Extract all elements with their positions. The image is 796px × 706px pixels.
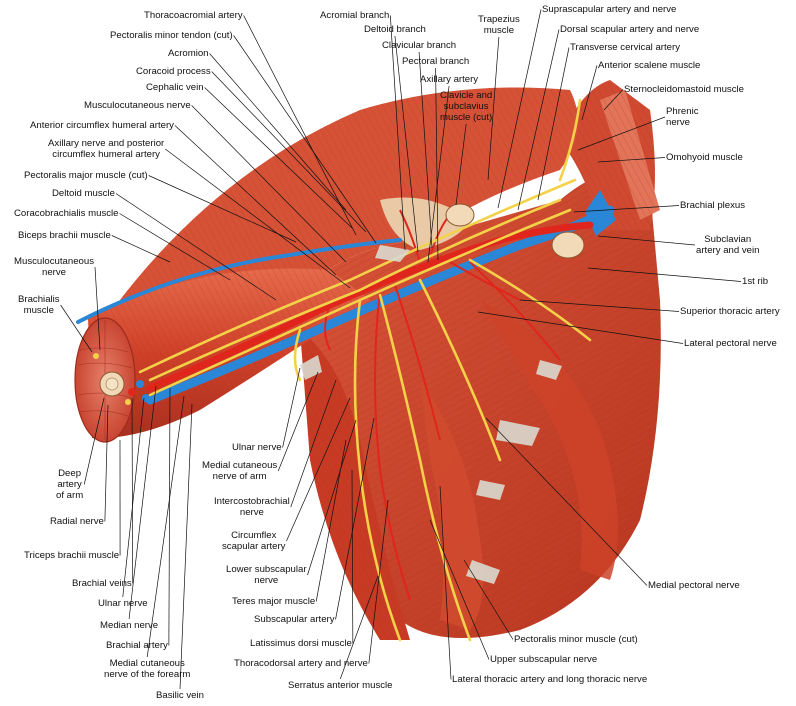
leader-brachial-veins [131,397,134,584]
leader-axillary-nerve-posterior-circumflex [165,148,351,289]
leader-biceps-brachii-muscle [111,235,171,263]
leader-suprascapular-artery-nerve [497,9,542,209]
leader-acromion [209,53,347,211]
leader-medial-cutaneous-nerve-forearm [146,395,185,658]
cephalic-vein-vessel [76,238,402,324]
leader-deep-artery-of-arm [83,397,105,485]
leader-lateral-pectoral-nerve [477,311,684,344]
leader-brachial-plexus [573,205,680,213]
leader-lateral-thoracic-long-thoracic [439,485,452,680]
neck-muscles [560,80,660,230]
leader-axillary-artery [427,85,450,263]
leader-thoracoacromial-artery [243,15,357,236]
axillary-artery-vessel [146,221,594,392]
leader-pectoralis-major-muscle-cut [148,175,297,243]
leader-superior-thoracic-artery [519,299,680,312]
leader-subscapular-artery [335,417,375,620]
leader-anterior-scalene-muscle [581,65,598,121]
leader-thoracodorsal-artery-nerve [368,499,389,664]
leader-musculocutaneous-nerve-left [94,266,101,351]
artery-branches [324,204,561,601]
leader-trapezius-muscle [487,36,500,181]
leader-clavicular-branch [418,51,433,249]
leader-serratus-anterior-muscle [339,575,379,680]
leader-cephalic-vein [204,87,353,229]
leader-anterior-circumflex-humeral-artery [174,125,337,276]
leader-median-nerve [128,385,157,620]
leader-dorsal-scapular-artery-nerve [517,29,560,211]
leader-teres-major-muscle [315,439,347,602]
leader-phrenic-nerve [577,116,666,151]
leader-clavicle-subclavius-muscle [455,123,467,206]
leader-lower-subscapular-nerve [307,419,357,576]
latissimus-serratus [300,300,618,640]
leader-transverse-cervical-artery [537,47,570,201]
leader-upper-subscapular-nerve [429,519,490,660]
leader-basilic-vein [179,403,193,690]
leader-acromial-branch [389,15,406,251]
fascia-patches [300,245,562,584]
leader-medial-cutaneous-nerve-arm [277,371,319,472]
leader-first-rib [587,267,742,282]
leader-deltoid-muscle [115,193,277,301]
brachial-plexus-nerves [138,98,592,642]
leader-radial-nerve [104,404,109,522]
leader-intercostobrachial-nerve [290,379,337,508]
leader-ulnar-nerve-mid [282,367,301,448]
leader-musculocutaneous-nerve-top [191,105,347,263]
leader-brachialis-muscle [60,304,93,353]
leader-coracobrachialis-muscle [119,213,231,281]
shoulder-muscles [120,87,578,300]
leader-latissimus-dorsi-muscle [351,469,354,644]
leader-coracoid-process [211,71,367,233]
leader-pectoralis-minor-tendon [233,35,377,244]
leader-brachial-artery [168,387,171,646]
leader-sternocleidomastoid-muscle [603,89,624,111]
leader-omohyoid-muscle [597,157,666,163]
leader-lines [60,9,742,690]
leader-ulnar-nerve-bottom [122,397,145,598]
leader-circumflex-scapular-artery [286,397,351,542]
leader-subclavian-artery-vein [597,235,696,246]
leader-deltoid-branch [394,35,419,253]
leader-pectoral-branch [435,67,439,261]
clavicle-cut [445,203,585,259]
chest-wall [300,172,661,638]
leader-pectoralis-minor-muscle-cut [463,559,514,640]
leader-medial-pectoral-nerve [485,417,648,586]
